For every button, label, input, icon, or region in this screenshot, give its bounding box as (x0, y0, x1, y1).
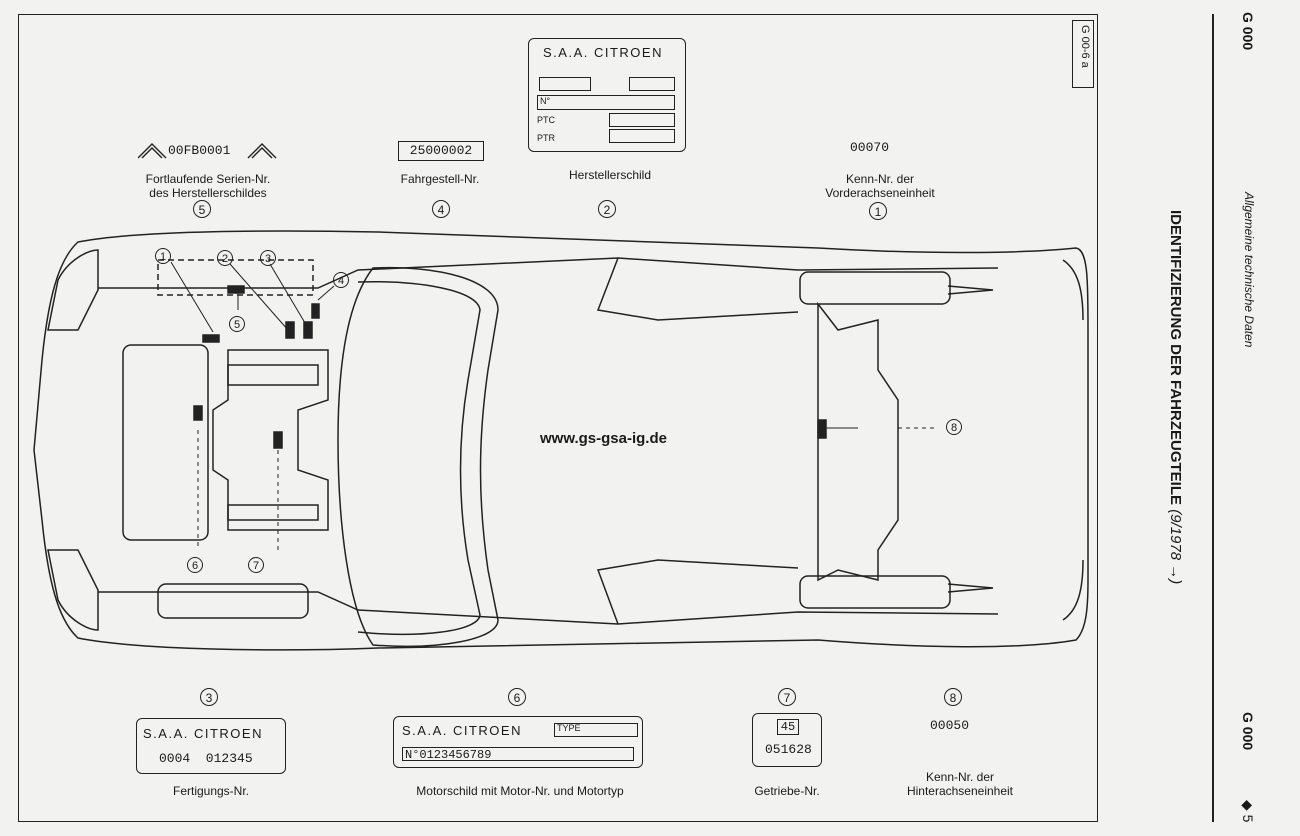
engine-type-field: TYPE (554, 723, 638, 737)
callout-8: 8 (944, 688, 962, 706)
gearbox-label: Getriebe-Nr. (754, 784, 820, 798)
plate-field-number: N° (537, 95, 675, 110)
plate-brand: S.A.A. CITROEN (543, 45, 663, 60)
section-label: Allgemeine technische Daten (1242, 192, 1256, 348)
manufacturer-plate: S.A.A. CITROEN N° PTC PTR (528, 38, 686, 152)
engine-plate-brand: S.A.A. CITROEN (402, 723, 522, 738)
page-title-main: IDENTIFIZIERUNG DER FAHRZEUGTEILE (1167, 210, 1184, 506)
engine-type-label: TYPE (557, 723, 581, 733)
rear-axle-label: Kenn-Nr. der Hinterachseneinheit (906, 770, 1014, 798)
plate-field-ptc (609, 113, 675, 127)
plate-row-label: PTC (537, 115, 555, 125)
production-plate-value: 0004 012345 (159, 751, 253, 766)
engine-plate-label: Motorschild mit Motor-Nr. und Motortyp (416, 784, 624, 798)
diagram-callout-8: 8 (946, 419, 962, 435)
diagram-callout-3: 3 (260, 250, 276, 266)
plate-row-label: N° (540, 96, 551, 106)
page-title: IDENTIFIZIERUNG DER FAHRZEUGTEILE (9/197… (1167, 210, 1184, 584)
production-plate-brand: S.A.A. CITROEN (143, 726, 263, 741)
engine-plate: S.A.A. CITROEN TYPE N°0123456789 (393, 716, 643, 768)
callout-1: 1 (869, 202, 887, 220)
chassis-label: Fahrgestell-Nr. (400, 172, 480, 186)
gearbox-plate: 45 051628 (752, 713, 822, 767)
production-number-label: Fertigungs-Nr. (172, 784, 250, 798)
callout-6: 6 (508, 688, 526, 706)
serial-label: Fortlaufende Serien-Nr. des Herstellersc… (145, 172, 271, 200)
vehicle-outline-diagram (33, 230, 1089, 651)
page-title-suffix: (9/1978 →) (1167, 509, 1184, 585)
side-code-bottom: G 000 (1240, 712, 1256, 751)
callout-5: 5 (193, 200, 211, 218)
chevron-logo-icon (138, 143, 277, 159)
margin-rule (1212, 14, 1214, 822)
diagram-callout-6: 6 (187, 557, 203, 573)
production-number-plate: S.A.A. CITROEN 0004 012345 (136, 718, 286, 774)
diagram-callout-2: 2 (217, 250, 233, 266)
drawing-frame (18, 14, 1098, 822)
diagram-callout-7: 7 (248, 557, 264, 573)
gearbox-value: 051628 (765, 742, 812, 757)
front-axle-value: 00070 (850, 140, 890, 155)
watermark-url: www.gs-gsa-ig.de (540, 430, 667, 447)
plate-row-label: PTR (537, 133, 555, 143)
callout-3: 3 (200, 688, 218, 706)
diagram-callout-4: 4 (333, 272, 349, 288)
plate-field-ptr (609, 129, 675, 143)
callout-7: 7 (778, 688, 796, 706)
front-axle-label: Kenn-Nr. der Vorderachseneinheit (825, 172, 935, 200)
plate-field-blank (629, 77, 675, 91)
page-number: ◆ 5 (1240, 800, 1256, 823)
diagram-callout-1: 1 (155, 248, 171, 264)
serial-value: 00FB0001 (168, 143, 231, 158)
diagram-callout-5: 5 (229, 316, 245, 332)
callout-4: 4 (432, 200, 450, 218)
gearbox-box-value: 45 (777, 719, 799, 735)
chassis-number-box: 25000002 (398, 141, 484, 161)
side-code-top: G 000 (1240, 12, 1256, 51)
code-box-text: G 00-6 a (1079, 25, 1091, 68)
serial-chevron-value: 00FB0001 (138, 138, 278, 160)
code-box: G 00-6 a (1072, 20, 1094, 88)
rear-axle-value: 00050 (930, 718, 970, 733)
callout-2: 2 (598, 200, 616, 218)
engine-number-field: N°0123456789 (402, 747, 634, 762)
manufacturer-plate-label: Herstellerschild (568, 168, 652, 182)
plate-field-blank (539, 77, 591, 91)
